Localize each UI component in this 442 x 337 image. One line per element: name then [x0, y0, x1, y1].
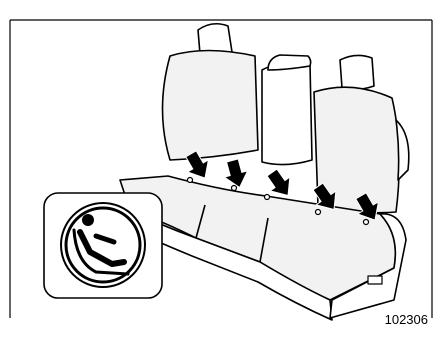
- anchor-point: [232, 186, 237, 191]
- rear-seat: [120, 24, 409, 320]
- right-side-bolster: [396, 120, 409, 180]
- figure-number: 102306: [385, 312, 428, 327]
- anchor-point: [265, 195, 270, 200]
- seat-lever: [368, 276, 382, 284]
- child-seat-anchor-icon-box: [44, 193, 162, 298]
- anchor-point: [316, 210, 321, 215]
- anchor-point: [188, 178, 193, 183]
- child-seat-anchor-icon: [61, 203, 145, 287]
- center-armrest: [262, 62, 312, 165]
- left-seatback: [163, 51, 259, 161]
- right-headrest: [340, 55, 374, 89]
- pointer-arrow: [221, 157, 251, 190]
- anchor-point: [364, 220, 369, 225]
